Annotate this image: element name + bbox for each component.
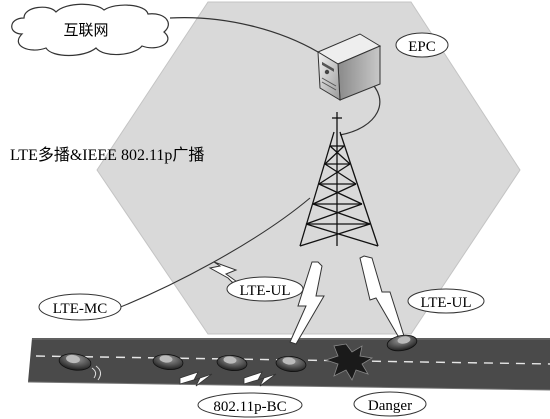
- v2v-label: 802.11p-BC: [213, 399, 286, 415]
- lte-mc-link: [91, 197, 311, 319]
- v2v-bubble: [197, 392, 303, 418]
- lte-mc-bubble: [38, 293, 122, 321]
- cell-coverage-hexagon: [96, 1, 521, 335]
- internet-label: 互联网: [63, 21, 108, 39]
- epc-server-icon: [316, 33, 382, 101]
- cell-tower-icon: [299, 112, 379, 247]
- broadcast-label: LTE多播&IEEE 802.11p广播: [10, 146, 204, 164]
- lte-ul-left-label: LTE-UL: [239, 283, 290, 299]
- lead-car: [58, 353, 102, 381]
- danger-bubble: [353, 391, 427, 417]
- lte-ul-right-bubble: [407, 288, 485, 314]
- internet-cloud-icon: [11, 3, 169, 57]
- car-2: [152, 353, 184, 371]
- car-3: [216, 354, 248, 372]
- lte-mc-lightning-icon: [208, 261, 241, 285]
- car-4: [275, 355, 307, 373]
- lte-ul-left-bubble: [226, 276, 304, 302]
- epc-label: EPC: [408, 39, 436, 55]
- danger-label: Danger: [368, 398, 412, 414]
- danger-explosion-icon: [324, 343, 374, 381]
- internet-epc-link: [169, 17, 319, 53]
- epc-label-bubble: [395, 32, 449, 58]
- lte-mc-label: LTE-MC: [53, 301, 107, 317]
- car-danger-lane: [386, 334, 418, 352]
- v2v-link-icons: [179, 371, 277, 387]
- lte-ul-left-lightning-icon: [289, 261, 325, 345]
- lte-ul-right-label: LTE-UL: [420, 295, 471, 311]
